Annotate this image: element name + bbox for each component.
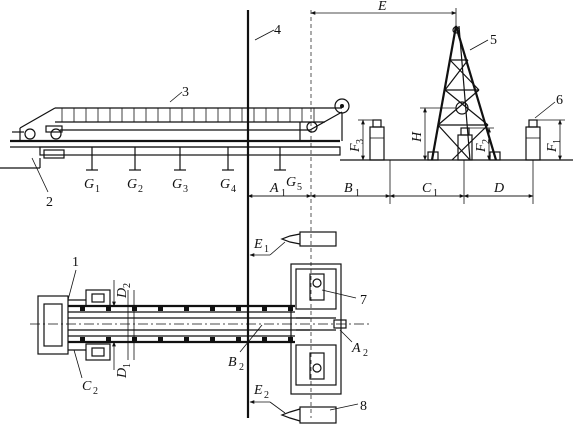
svg-text:2: 2 <box>481 139 492 144</box>
nozzle-8 <box>249 400 337 424</box>
dimension-lines <box>247 8 565 204</box>
svg-text:2: 2 <box>93 386 98 397</box>
svg-text:1: 1 <box>433 188 438 199</box>
svg-text:G: G <box>172 177 182 192</box>
plan-view <box>30 263 370 395</box>
load-points <box>86 147 286 171</box>
label-F1: F1 <box>545 139 563 153</box>
svg-text:H: H <box>410 131 425 143</box>
label-4: 4 <box>274 23 281 38</box>
svg-text:5: 5 <box>297 182 302 193</box>
svg-text:G: G <box>286 175 296 190</box>
svg-text:D: D <box>493 181 504 196</box>
svg-text:B: B <box>344 181 353 196</box>
svg-text:G: G <box>220 177 230 192</box>
svg-text:C: C <box>82 379 92 394</box>
svg-text:2: 2 <box>122 283 133 288</box>
svg-text:G: G <box>84 177 94 192</box>
svg-text:D: D <box>115 368 130 379</box>
svg-text:E: E <box>253 383 263 398</box>
leader-lines <box>31 29 556 411</box>
label-D2: D2 <box>115 283 133 299</box>
svg-text:2: 2 <box>363 348 368 359</box>
label-1: 1 <box>72 255 79 270</box>
svg-text:G: G <box>127 177 137 192</box>
label-D: D <box>493 181 504 196</box>
svg-text:F: F <box>348 143 363 153</box>
label-7: 7 <box>360 293 367 308</box>
svg-text:A: A <box>351 341 361 356</box>
svg-text:1: 1 <box>552 139 563 144</box>
svg-text:3: 3 <box>183 184 188 195</box>
label-8: 8 <box>360 399 367 414</box>
svg-text:1: 1 <box>264 244 269 255</box>
svg-text:D: D <box>115 288 130 299</box>
svg-text:1: 1 <box>122 363 133 368</box>
block-f3 <box>369 119 385 161</box>
label-F2: F2 <box>474 139 492 153</box>
svg-text:1: 1 <box>95 184 100 195</box>
label-D1: D1 <box>115 363 133 379</box>
svg-text:1: 1 <box>281 188 286 199</box>
block-f1 <box>525 119 541 161</box>
svg-text:1: 1 <box>355 188 360 199</box>
svg-text:2: 2 <box>138 184 143 195</box>
svg-text:C: C <box>422 181 432 196</box>
label-H: H <box>410 131 425 143</box>
ground-line <box>0 158 573 169</box>
label-F3: F3 <box>348 139 366 153</box>
svg-text:2: 2 <box>239 362 244 373</box>
nozzle-e1 <box>249 231 337 257</box>
svg-text:E: E <box>253 237 263 252</box>
label-3: 3 <box>182 85 189 100</box>
svg-text:A: A <box>269 181 279 196</box>
svg-text:3: 3 <box>355 139 366 144</box>
svg-text:4: 4 <box>231 184 236 195</box>
label-6: 6 <box>556 93 563 108</box>
svg-text:F: F <box>474 143 489 153</box>
label-5: 5 <box>490 33 497 48</box>
svg-text:F: F <box>545 143 560 153</box>
label-E: E <box>377 0 387 14</box>
label-2: 2 <box>46 195 53 210</box>
transfer-car-side-view <box>10 98 350 159</box>
svg-text:B: B <box>228 355 237 370</box>
svg-text:2: 2 <box>264 390 269 401</box>
